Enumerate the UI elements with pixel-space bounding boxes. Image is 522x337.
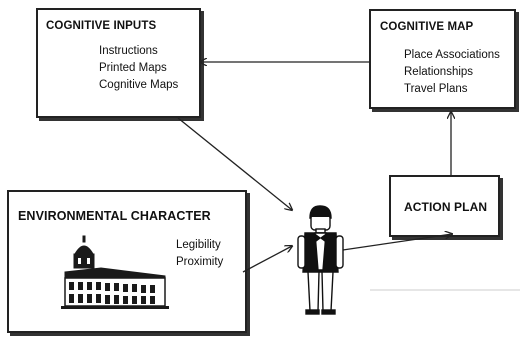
environmental-character-list: Legibility Proximity	[176, 237, 223, 271]
list-item: Instructions	[99, 45, 158, 57]
arrow-environment-to-person	[242, 246, 292, 273]
cognitive-map-box: COGNITIVE MAP Place Associations Relatio…	[369, 9, 516, 109]
action-plan-title: ACTION PLAN	[404, 200, 488, 214]
list-item: Travel Plans	[404, 83, 468, 95]
cognitive-inputs-title: COGNITIVE INPUTS	[46, 20, 157, 32]
cognitive-inputs-list: Instructions Printed Maps Cognitive Maps	[99, 43, 178, 94]
list-item: Printed Maps	[99, 62, 167, 74]
cognitive-map-list: Place Associations Relationships Travel …	[404, 47, 500, 98]
arrow-person-to-action-plan	[335, 234, 452, 252]
environmental-character-title: ENVIRONMENTAL CHARACTER	[18, 209, 211, 223]
cognitive-inputs-box: COGNITIVE INPUTS Instructions Printed Ma…	[36, 8, 201, 118]
list-item: Relationships	[404, 66, 474, 78]
arrow-inputs-to-person	[177, 117, 292, 210]
cognitive-map-title: COGNITIVE MAP	[380, 21, 474, 33]
list-item: Place Associations	[404, 49, 500, 61]
building-illustration	[61, 235, 169, 309]
list-item: Legibility	[176, 239, 221, 251]
environmental-character-box: ENVIRONMENTAL CHARACTER Legibility Proxi…	[7, 190, 247, 333]
action-plan-box: ACTION PLAN	[389, 175, 500, 237]
person-icon	[297, 205, 344, 315]
list-item: Proximity	[176, 256, 224, 268]
list-item: Cognitive Maps	[99, 79, 179, 91]
